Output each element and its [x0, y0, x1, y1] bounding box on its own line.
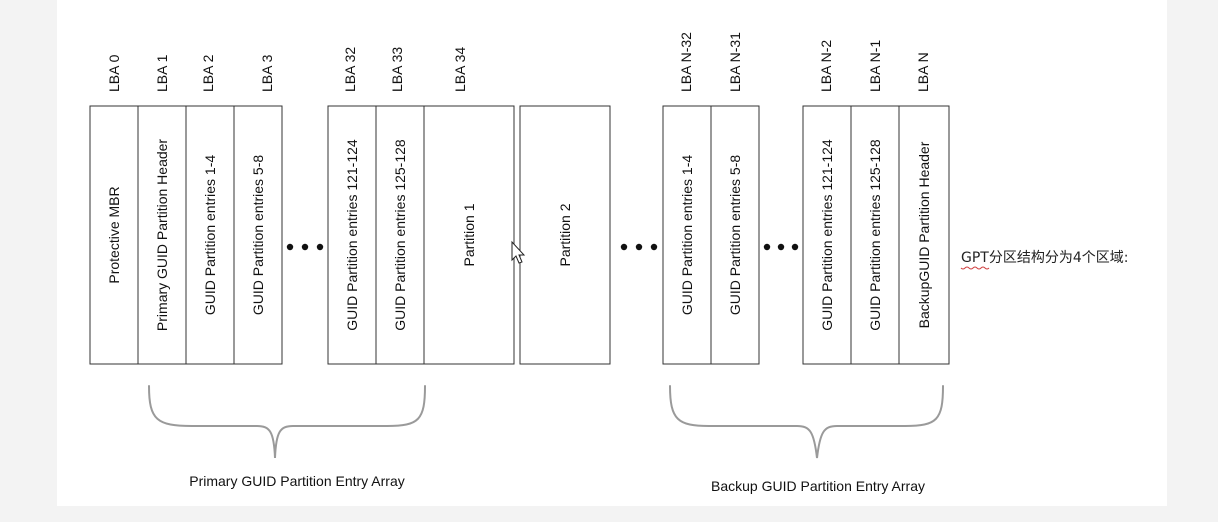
gpt-note-text: GPT分区结构分为4个区域: — [961, 250, 1128, 266]
cell-backup-entries-5-8 — [710, 105, 760, 365]
cell-partition-1 — [423, 105, 515, 365]
slide: LBA 0 LBA 1 LBA 2 LBA 3 LBA 32 LBA 33 LB… — [57, 0, 1167, 506]
cells — [89, 105, 950, 365]
cell-primary-entries-121-124 — [327, 105, 377, 365]
lba-label-n-1: LBA N-1 — [867, 40, 883, 92]
mouse-cursor-icon — [511, 240, 526, 264]
cell-text-backup-entries-125-128: GUID Partition entries 125-128 — [867, 139, 883, 331]
ellipsis-icon — [286, 243, 324, 251]
ellipsis-dot — [286, 243, 294, 251]
lba-label-32: LBA 32 — [342, 47, 358, 92]
lba-label-2: LBA 2 — [200, 54, 216, 92]
cell-primary-entries-125-128 — [375, 105, 425, 365]
cell-primary-entries-1-4 — [185, 105, 235, 365]
cell-text-backup-entries-5-8: GUID Partition entries 5-8 — [727, 155, 743, 315]
cell-text-primary-entries-125-128: GUID Partition entries 125-128 — [392, 139, 408, 331]
lba-label-n-2: LBA N-2 — [818, 40, 834, 92]
ellipsis-icon — [620, 243, 658, 251]
cell-text-partition-2: Partition 2 — [557, 203, 573, 266]
lba-label-n-31: LBA N-31 — [727, 32, 743, 92]
lba-label-3: LBA 3 — [259, 54, 275, 92]
cell-text-primary-entries-121-124: GUID Partition entries 121-124 — [344, 139, 360, 331]
backup-array-label: Backup GUID Partition Entry Array — [711, 478, 925, 494]
cell-text-protective-mbr: Protective MBR — [106, 186, 122, 283]
cell-protective-mbr — [89, 105, 139, 365]
lba-label-1: LBA 1 — [154, 54, 170, 92]
cell-backup-entries-1-4 — [662, 105, 712, 365]
backup-array-brace — [669, 385, 944, 459]
cell-text-partition-1: Partition 1 — [461, 203, 477, 266]
primary-array-label: Primary GUID Partition Entry Array — [189, 473, 405, 489]
cell-text-backup-entries-121-124: GUID Partition entries 121-124 — [819, 139, 835, 331]
cell-primary-header — [137, 105, 187, 365]
ellipsis-dot — [316, 243, 324, 251]
lba-labels: LBA 0 LBA 1 LBA 2 LBA 3 LBA 32 LBA 33 LB… — [106, 32, 931, 92]
lba-label-n-32: LBA N-32 — [678, 32, 694, 92]
cell-text-primary-entries-1-4: GUID Partition entries 1-4 — [202, 155, 218, 315]
cell-backup-entries-125-128 — [850, 105, 900, 365]
spellcheck-underline — [960, 266, 990, 270]
cell-backup-header — [898, 105, 950, 365]
ellipsis-dot — [650, 243, 658, 251]
lba-label-33: LBA 33 — [389, 47, 405, 92]
cell-text-primary-header: Primary GUID Partition Header — [154, 139, 170, 332]
ellipsis-dot — [635, 243, 643, 251]
lba-label-0: LBA 0 — [106, 54, 122, 92]
primary-array-brace — [148, 385, 426, 459]
cell-text-backup-entries-1-4: GUID Partition entries 1-4 — [679, 155, 695, 315]
gpt-structure-diagram: LBA 0 LBA 1 LBA 2 LBA 3 LBA 32 LBA 33 LB… — [89, 32, 1128, 494]
cell-partition-2 — [519, 105, 611, 365]
ellipsis-dot — [791, 243, 799, 251]
cell-text-backup-header: BackupGUID Partition Header — [916, 141, 932, 328]
ellipsis-dot — [620, 243, 628, 251]
ellipsis-dot — [777, 243, 785, 251]
ellipsis-icon — [763, 243, 799, 251]
ellipsis-dot — [301, 243, 309, 251]
ellipsis-dot — [763, 243, 771, 251]
cell-texts: Protective MBR Primary GUID Partition He… — [106, 139, 932, 332]
lba-label-34: LBA 34 — [452, 47, 468, 92]
cell-text-primary-entries-5-8: GUID Partition entries 5-8 — [250, 155, 266, 315]
cell-primary-entries-5-8 — [233, 105, 283, 365]
lba-label-n: LBA N — [915, 52, 931, 92]
